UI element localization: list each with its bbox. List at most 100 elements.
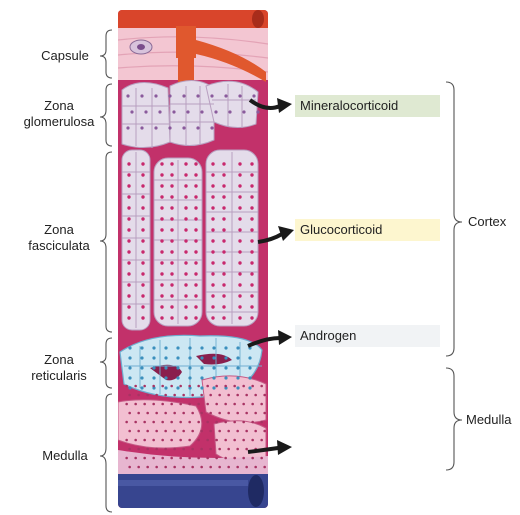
hormone-mineralocorticoid: Mineralocorticoid (295, 95, 440, 117)
nucleus-dot (218, 412, 221, 415)
nucleus-dot (238, 162, 241, 165)
nucleus-dot (152, 366, 155, 369)
nucleus-dot (254, 466, 257, 469)
nucleus-dot (251, 421, 254, 424)
nucleus-dot (161, 385, 164, 388)
nucleus-dot (210, 94, 213, 97)
nucleus-dot (125, 457, 128, 460)
nucleus-dot (200, 430, 203, 433)
nucleus-dot (164, 366, 167, 369)
nucleus-dot (233, 421, 236, 424)
nucleus-dot (250, 316, 253, 319)
nucleus-dot (252, 94, 255, 97)
nucleus-dot (250, 250, 253, 253)
nucleus-dot (224, 439, 227, 442)
nucleus-dot (141, 305, 144, 308)
nucleus-dot (250, 217, 253, 220)
nucleus-dot (188, 421, 191, 424)
label-zona-reticularis: Zona reticularis (18, 352, 100, 384)
nucleus-dot (160, 206, 163, 209)
nucleus-dot (224, 366, 227, 369)
nucleus-dot (127, 184, 130, 187)
nucleus-dot (250, 206, 253, 209)
nucleus-dot (155, 430, 158, 433)
nucleus-dot (128, 430, 131, 433)
nucleus-dot (154, 126, 157, 129)
nucleus-dot (184, 173, 187, 176)
nucleus-dot (176, 346, 179, 349)
nucleus-dot (160, 184, 163, 187)
nucleus-dot (141, 173, 144, 176)
nucleus-dot (184, 283, 187, 286)
nucleus-dot (222, 239, 225, 242)
nucleus-dot (127, 173, 130, 176)
nucleus-dot (127, 316, 130, 319)
nucleus-dot (194, 272, 197, 275)
nucleus-dot (256, 110, 259, 113)
nucleus-dot (194, 294, 197, 297)
label-capsule: Capsule (30, 48, 100, 64)
nucleus-dot (224, 356, 227, 359)
nucleus-dot (127, 195, 130, 198)
nucleus-dot (152, 356, 155, 359)
nucleus-dot (197, 439, 200, 442)
nucleus-dot (260, 385, 263, 388)
nucleus-dot (170, 217, 173, 220)
nucleus-dot (130, 110, 133, 113)
nucleus-dot (200, 448, 203, 451)
nucleus-dot (144, 110, 147, 113)
nucleus-dot (170, 261, 173, 264)
nucleus-dot (141, 239, 144, 242)
nucleus-dot (170, 195, 173, 198)
nucleus-dot (161, 439, 164, 442)
nucleus-dot (160, 316, 163, 319)
nucleus-dot (127, 206, 130, 209)
nucleus-dot (173, 448, 176, 451)
nucleus-dot (164, 394, 167, 397)
nucleus-dot (260, 439, 263, 442)
nucleus-dot (242, 403, 245, 406)
nucleus-dot (222, 250, 225, 253)
nucleus-dot (238, 195, 241, 198)
nucleus-dot (191, 448, 194, 451)
nucleus-dot (170, 316, 173, 319)
nucleus-dot (254, 412, 257, 415)
nucleus-dot (222, 173, 225, 176)
nucleus-dot (211, 173, 214, 176)
nucleus-dot (170, 457, 173, 460)
nucleus-dot (179, 421, 182, 424)
nucleus-dot (238, 228, 241, 231)
nucleus-dot (170, 294, 173, 297)
nucleus-dot (222, 217, 225, 220)
nucleus-dot (194, 250, 197, 253)
nucleus-dot (215, 421, 218, 424)
nucleus-dot (188, 385, 191, 388)
nucleus-dot (126, 126, 129, 129)
nucleus-dot (160, 305, 163, 308)
label-medulla-right: Medulla (466, 412, 512, 428)
nucleus-dot (184, 261, 187, 264)
nucleus-dot (140, 386, 143, 389)
nucleus-dot (236, 346, 239, 349)
nucleus-dot (250, 294, 253, 297)
nucleus-dot (164, 430, 167, 433)
nucleus-dot (224, 403, 227, 406)
nucleus-dot (160, 261, 163, 264)
nucleus-dot (141, 228, 144, 231)
nucleus-dot (194, 195, 197, 198)
nucleus-dot (211, 283, 214, 286)
nucleus-dot (134, 403, 137, 406)
nucleus-dot (125, 403, 128, 406)
nucleus-dot (160, 217, 163, 220)
nucleus-dot (191, 466, 194, 469)
nucleus-dot (238, 305, 241, 308)
nucleus-dot (182, 94, 185, 97)
nucleus-dot (170, 228, 173, 231)
nucleus-dot (152, 421, 155, 424)
nucleus-dot (200, 356, 203, 359)
nucleus-dot (170, 305, 173, 308)
label-glomerulosa-line-1: Zona (18, 98, 100, 114)
nucleus-dot (179, 403, 182, 406)
nucleus-dot (242, 457, 245, 460)
nucleus-dot (191, 394, 194, 397)
